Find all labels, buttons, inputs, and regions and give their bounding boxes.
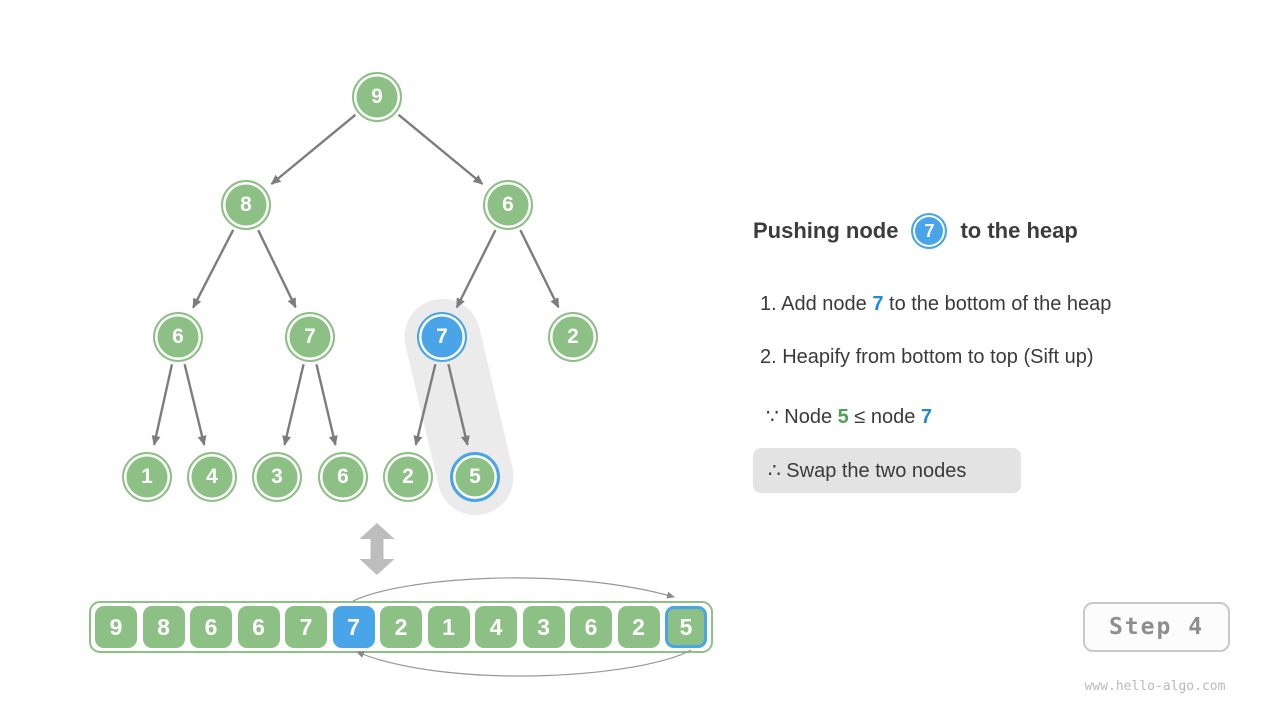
- array-cell: 6: [237, 606, 280, 648]
- array-cell: 3: [522, 606, 565, 648]
- tree-node: 3: [252, 452, 302, 502]
- tree-node: 6: [483, 180, 533, 230]
- array-cell: 6: [190, 606, 232, 648]
- tree-node: 6: [318, 452, 368, 502]
- array-cell: 5: [665, 606, 707, 648]
- array-cell: 2: [380, 606, 422, 648]
- array-cell: 4: [475, 606, 517, 648]
- tree-node: 2: [548, 312, 598, 362]
- array-cell: 1: [427, 606, 470, 648]
- tree-node: 7: [285, 312, 335, 362]
- watermark: www.hello-algo.com: [1084, 679, 1226, 694]
- tree-node: 5: [450, 452, 500, 502]
- step-badge-label: Step 4: [1108, 614, 1205, 640]
- array-cell: 2: [617, 606, 660, 648]
- step-badge: Step 4: [1083, 602, 1230, 652]
- tree-node: 4: [187, 452, 237, 502]
- array-cell: 7: [285, 606, 327, 648]
- array-cell: 8: [142, 606, 185, 648]
- tree-node: 9: [352, 72, 402, 122]
- tree-node: 1: [122, 452, 172, 502]
- array-cell: 6: [570, 606, 612, 648]
- tree-node: 2: [383, 452, 433, 502]
- tree-node: 8: [221, 180, 271, 230]
- array-cell: 7: [332, 606, 375, 648]
- array-cell: 9: [95, 606, 137, 648]
- tree-node: 6: [153, 312, 203, 362]
- tree-node: 7: [417, 312, 467, 362]
